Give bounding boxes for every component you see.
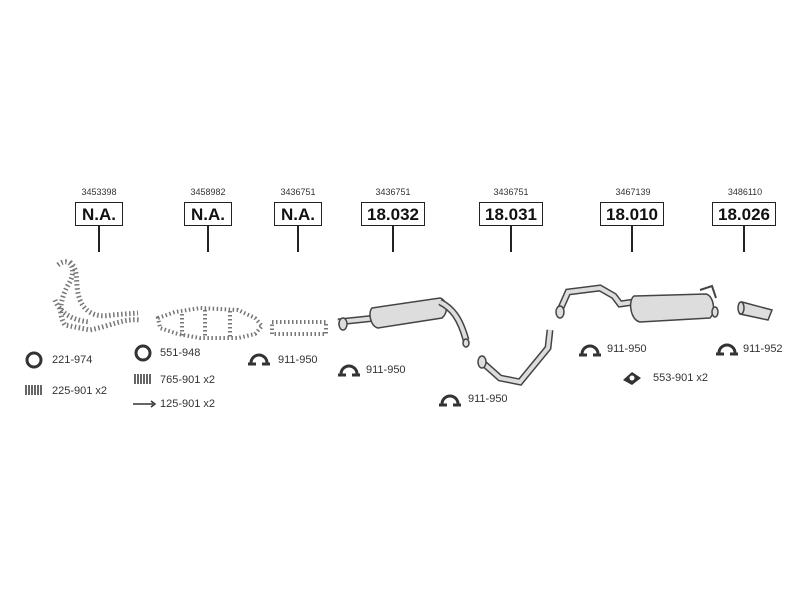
clamp-icon <box>716 343 738 356</box>
accessory-label: 911-950 <box>468 393 508 405</box>
accessory-label: 911-950 <box>278 354 318 366</box>
part-reference: 3436751 <box>280 187 316 197</box>
leader-line <box>392 226 394 252</box>
part-code-box: N.A. <box>274 202 322 226</box>
leader-line <box>743 226 745 252</box>
connector-pipe-drawing <box>270 320 328 336</box>
leader-line <box>631 226 633 252</box>
bolt-icon <box>133 400 157 408</box>
accessory-label: 911-950 <box>366 364 406 376</box>
accessory-label: 551-948 <box>160 347 201 359</box>
clamp-icon <box>439 394 461 407</box>
intermediate-pipe-drawing <box>477 329 554 386</box>
leader-line <box>297 226 299 252</box>
clamp-icon <box>579 344 601 357</box>
gasket-ring-icon <box>134 344 152 362</box>
tailpipe-drawing <box>737 301 774 321</box>
part-code-box: 18.031 <box>479 202 543 226</box>
accessory-label: 553-901 x2 <box>653 372 709 384</box>
accessory-label: 911-950 <box>607 343 647 355</box>
part-code-box: 18.032 <box>361 202 425 226</box>
gasket-ring-icon <box>25 351 43 369</box>
part-reference: 3436751 <box>375 187 411 197</box>
spring-icon <box>134 374 151 384</box>
accessory-label: 225-901 x2 <box>52 385 108 397</box>
accessory-label: 765-901 x2 <box>160 374 216 386</box>
clamp-icon <box>338 364 360 377</box>
accessory-label: 125-901 x2 <box>160 398 216 410</box>
part-reference: 3436751 <box>493 187 529 197</box>
leader-line <box>98 226 100 252</box>
clamp-icon <box>248 353 270 366</box>
catalytic-converter-drawing <box>155 305 265 340</box>
leader-line <box>207 226 209 252</box>
part-code-box: 18.026 <box>712 202 776 226</box>
accessory-label: 911-952 <box>743 343 783 355</box>
accessory-label: 221-974 <box>52 354 93 366</box>
part-reference: 3458982 <box>190 187 226 197</box>
part-reference: 3453398 <box>81 187 117 197</box>
part-code-box: N.A. <box>75 202 123 226</box>
leader-line <box>510 226 512 252</box>
part-code-box: 18.010 <box>600 202 664 226</box>
rubber-mount-icon <box>623 372 641 385</box>
part-reference: 3486110 <box>727 187 763 197</box>
spring-icon <box>25 385 42 395</box>
part-reference: 3467139 <box>615 187 651 197</box>
front-pipe-drawing <box>52 259 141 333</box>
front-silencer-drawing <box>337 297 470 348</box>
rear-silencer-drawing <box>555 284 719 323</box>
part-code-box: N.A. <box>184 202 232 226</box>
